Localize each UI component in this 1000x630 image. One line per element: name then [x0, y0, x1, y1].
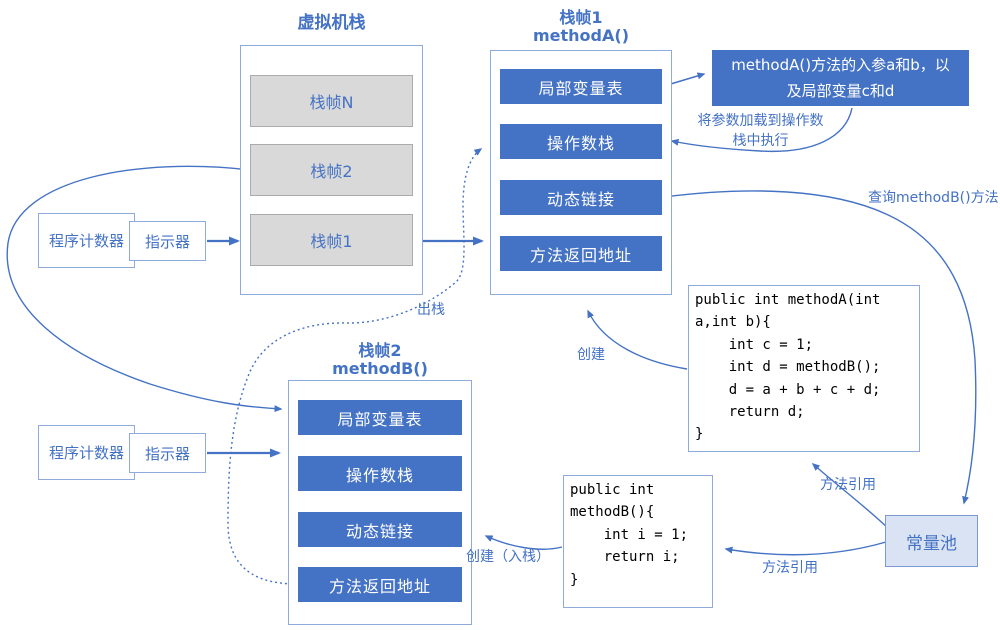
stack-frame-2-box: 栈帧2 — [250, 144, 413, 196]
stack-frame-n-box: 栈帧N — [250, 75, 413, 127]
indicator-1-box: 指示器 — [129, 221, 206, 261]
indicator-2-box: 指示器 — [129, 433, 206, 473]
arrow-pool-to-codeB-method-ref — [724, 541, 887, 556]
label-method-ref-top: 方法引用 — [820, 477, 876, 493]
frame2-subtitle: methodB() — [332, 359, 428, 378]
methodA-params-note-box: methodA()方法的入参a和b，以 及局部变量c和d — [712, 50, 969, 106]
frame1-subtitle: methodA() — [532, 26, 629, 45]
frame1-operand-stack: 操作数栈 — [500, 124, 662, 159]
frame1-title: 栈帧1 — [559, 8, 603, 27]
frame2-title: 栈帧2 — [358, 341, 402, 360]
frame2-local-variable-table: 局部变量表 — [298, 400, 462, 435]
frame1-return-address: 方法返回地址 — [500, 236, 662, 271]
methodA-code-box: public int methodA(int a,int b){ int c =… — [688, 285, 920, 452]
stack-frame-1-box: 栈帧1 — [250, 214, 413, 266]
program-counter-2-box: 程序计数器 — [38, 425, 135, 480]
label-query-methodB: 查询methodB()方法 — [868, 190, 999, 206]
label-pop-stack: 出栈 — [417, 302, 445, 318]
frame2-return-address: 方法返回地址 — [298, 567, 462, 602]
constant-pool-box: 常量池 — [885, 515, 978, 567]
program-counter-1-box: 程序计数器 — [38, 213, 135, 268]
label-method-ref-bottom: 方法引用 — [762, 560, 818, 576]
label-create-push: 创建（入栈） — [466, 549, 550, 565]
frame2-dynamic-linking: 动态链接 — [298, 512, 462, 547]
methodB-code-box: public int methodB(){ int i = 1; return … — [563, 475, 713, 608]
label-create: 创建 — [577, 347, 605, 363]
vm-stack-title: 虚拟机栈 — [297, 13, 366, 33]
frame2-operand-stack: 操作数栈 — [298, 456, 462, 491]
label-load-params-to-opstack: 将参数加载到操作数 栈中执行 — [697, 113, 824, 149]
frame1-local-variable-table: 局部变量表 — [500, 69, 662, 104]
frame1-dynamic-linking: 动态链接 — [500, 180, 662, 215]
